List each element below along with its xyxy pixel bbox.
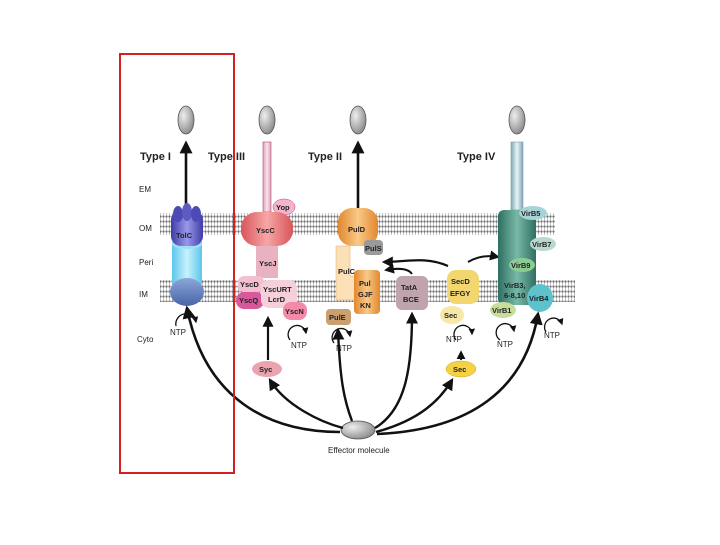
puld-secretin bbox=[338, 208, 378, 246]
sec-cyto-label: Sec bbox=[453, 365, 466, 374]
virb1-component bbox=[490, 302, 516, 318]
sec-ntp: NTP bbox=[446, 335, 462, 344]
type-iv-ntp-right: NTP bbox=[544, 331, 560, 340]
type-iii-label: Type III bbox=[208, 151, 245, 163]
secreted-effector-type-iv bbox=[508, 105, 526, 135]
type-iii-ntp: NTP bbox=[291, 341, 307, 350]
puls-component bbox=[364, 240, 383, 255]
yscurt-label: YscURT bbox=[263, 285, 292, 294]
layer-label-cyto: Cyto bbox=[137, 335, 154, 344]
virb4-label: VirB4 bbox=[529, 294, 549, 303]
type-i-system: TolC NTP bbox=[170, 140, 204, 337]
yscd-label: YscD bbox=[240, 280, 259, 289]
arrow-effector-to-type-i bbox=[182, 305, 341, 434]
sec-atpase bbox=[440, 306, 464, 324]
yscurt-lcrd-complex bbox=[261, 280, 297, 308]
syc-label: Syc bbox=[259, 365, 272, 374]
sec-system: SecD EFGY Sec NTP Sec bbox=[440, 270, 479, 378]
type-i-label: Type I bbox=[140, 151, 171, 163]
tata-label: TatA bbox=[401, 283, 418, 292]
secreted-effector-type-ii bbox=[349, 105, 367, 135]
arrow-tat-to-pul bbox=[384, 263, 413, 275]
virb5-component bbox=[519, 206, 547, 220]
secreted-effector-type-i bbox=[177, 105, 195, 135]
effector-molecule bbox=[340, 420, 376, 440]
yscc-ring bbox=[241, 212, 293, 246]
arrow-effector-to-sec bbox=[375, 377, 454, 434]
bce-label: BCE bbox=[403, 295, 419, 304]
type-iii-needle bbox=[262, 141, 272, 213]
pul-label: Pul bbox=[359, 279, 371, 288]
virb6-10-label: 6-8,10 bbox=[504, 291, 525, 300]
yscj-label: YscJ bbox=[259, 259, 277, 268]
layer-label-em: EM bbox=[139, 185, 151, 194]
layer-label-om: OM bbox=[139, 224, 152, 233]
yscj-component bbox=[256, 246, 278, 278]
sec-inner-label: Sec bbox=[444, 311, 457, 320]
efgy-label: EFGY bbox=[450, 289, 470, 298]
type-ii-label: Type II bbox=[308, 151, 342, 163]
type-iii-system: Yop YscC YscJ YscD YscQ YscURT LcrD YscN… bbox=[236, 141, 309, 377]
puls-label: PulS bbox=[365, 244, 382, 253]
layer-label-im: IM bbox=[139, 290, 148, 299]
virb7-component bbox=[530, 237, 556, 251]
secd-label: SecD bbox=[451, 277, 470, 286]
lcrd-label: LcrD bbox=[268, 295, 286, 304]
virb4-atpase bbox=[527, 284, 553, 312]
yscd-component bbox=[238, 276, 264, 292]
yscc-label: YscC bbox=[256, 226, 275, 235]
type-iv-system: VirB5 VirB7 VirB9 VirB3, 6-8,10 VirB1 Vi… bbox=[490, 141, 564, 349]
arrow-effector-to-syc bbox=[268, 377, 344, 430]
virb7-label: VirB7 bbox=[532, 240, 551, 249]
yscn-component bbox=[283, 302, 307, 320]
arrow-sec-to-pul bbox=[381, 256, 449, 268]
arrow-effector-to-tata bbox=[374, 311, 418, 430]
effector-molecule-label: Effector molecule bbox=[328, 446, 390, 455]
arrow-effector-to-pule bbox=[332, 327, 354, 422]
secreted-effector-type-iii bbox=[258, 105, 276, 135]
pulc-label: PulC bbox=[338, 267, 356, 276]
type-i-highlight-box bbox=[119, 53, 235, 474]
type-iv-ntp-left: NTP bbox=[497, 340, 513, 349]
type-i-im-complex bbox=[170, 278, 204, 306]
arrow-sec-to-type-iv bbox=[467, 250, 500, 263]
layer-label-peri: Peri bbox=[139, 258, 153, 267]
puld-label: PulD bbox=[348, 225, 366, 234]
kn-label: KN bbox=[360, 301, 371, 310]
virb9-label: VirB9 bbox=[511, 261, 530, 270]
type-i-ntp: NTP bbox=[170, 328, 186, 337]
yscn-label: YscN bbox=[285, 307, 304, 316]
gjf-label: GJF bbox=[358, 290, 373, 299]
yscq-component bbox=[236, 292, 264, 309]
type-ii-ntp: NTP bbox=[336, 344, 352, 353]
type-iv-label: Type IV bbox=[457, 151, 496, 163]
pul-gjf-kn-complex bbox=[354, 270, 380, 314]
pule-label: PulE bbox=[329, 313, 346, 322]
type-iv-pilus bbox=[510, 141, 524, 211]
virb5-label: VirB5 bbox=[521, 209, 540, 218]
virb1-label: VirB1 bbox=[492, 306, 511, 315]
syc-chaperone bbox=[252, 361, 282, 377]
virb3-label: VirB3, bbox=[504, 281, 526, 290]
arrow-effector-to-type-iv bbox=[376, 311, 543, 436]
tolc-label: TolC bbox=[176, 231, 193, 240]
type-iv-core-complex bbox=[498, 210, 536, 305]
yop-label: Yop bbox=[276, 203, 290, 212]
virb9-component bbox=[509, 258, 535, 272]
secd-efgy-complex bbox=[447, 270, 479, 304]
tata-bce-complex bbox=[396, 276, 428, 310]
yscq-label: YscQ bbox=[239, 296, 258, 305]
sec-cytoplasmic bbox=[445, 360, 477, 378]
pule-atpase bbox=[326, 309, 351, 325]
